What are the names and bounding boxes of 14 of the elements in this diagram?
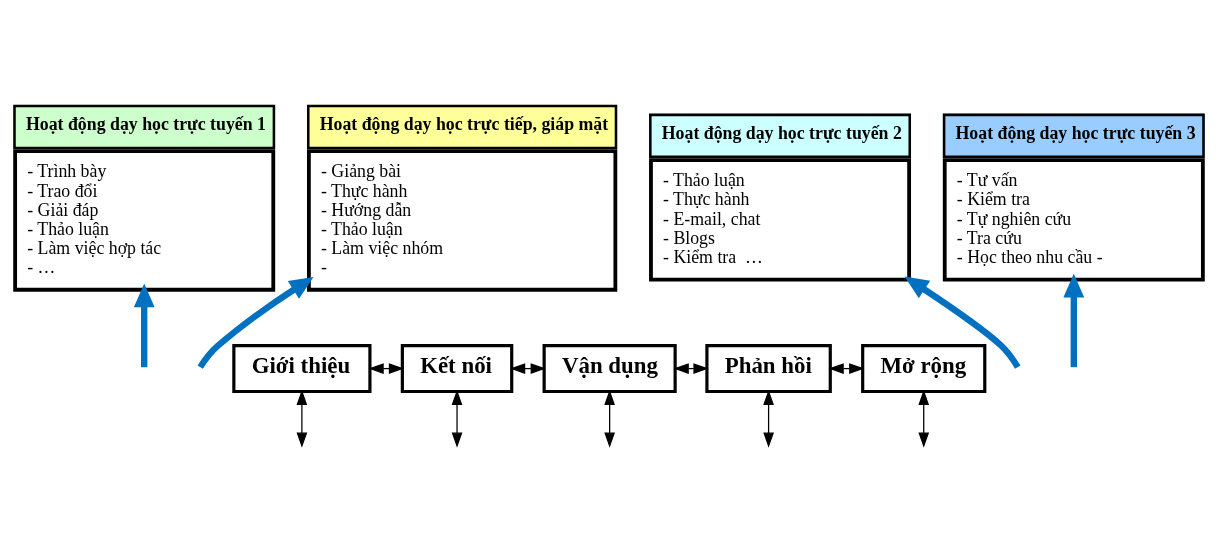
node-box: Vận dụng: [542, 343, 677, 393]
node-box: Mở rộng: [861, 343, 987, 393]
arrow: [197, 276, 314, 369]
node-box: Kết nối: [400, 343, 514, 393]
node-box: Giới thiệu: [232, 343, 372, 393]
arrow: [133, 283, 155, 367]
arrow: [673, 362, 709, 374]
arrow: [451, 389, 463, 448]
node-box: Phản hồi: [705, 343, 832, 393]
arrow: [368, 362, 405, 374]
arrow: [828, 362, 865, 374]
arrow: [1063, 273, 1085, 367]
arrow: [904, 275, 1021, 369]
arrow: [509, 362, 546, 374]
